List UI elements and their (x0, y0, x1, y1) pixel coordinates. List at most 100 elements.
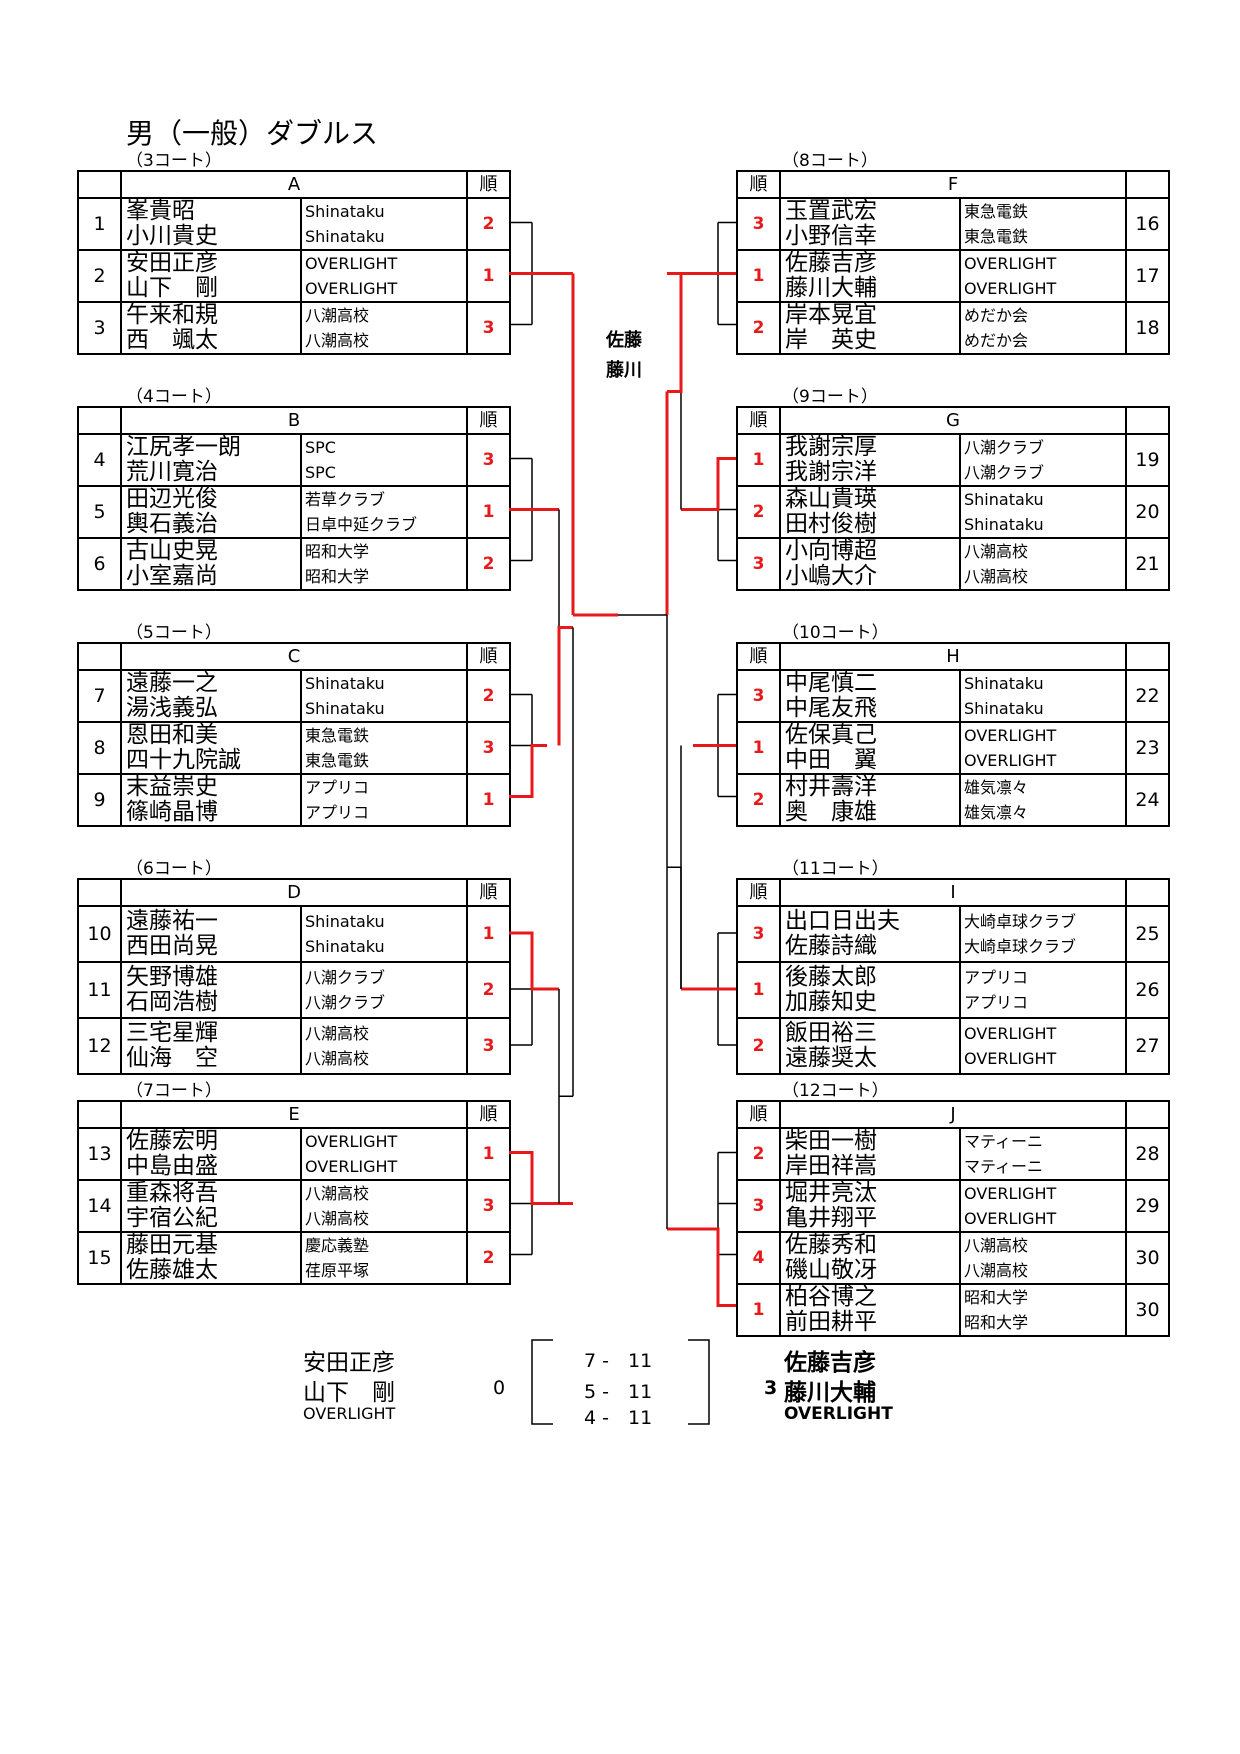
court-label: （7コート） (126, 1081, 222, 1101)
final-right-games: 3 (764, 1377, 778, 1399)
player-names: 小向博超小嶋大介 (779, 537, 961, 591)
club-name: OVERLIGHT (964, 254, 1057, 273)
club-name: Shinataku (305, 227, 385, 246)
player-names: 岸本晃宜岸 英史 (779, 301, 961, 355)
club-name: 八潮高校 (964, 542, 1029, 561)
court-label: （6コート） (126, 859, 222, 879)
player-name: 中尾慎二 (785, 670, 877, 696)
header-blank (77, 406, 122, 435)
entry-number: 1 (77, 197, 122, 251)
club-name: SPC (305, 438, 336, 457)
player-name: 佐藤雄太 (126, 1257, 218, 1283)
club-name: 日卓中延クラブ (305, 515, 418, 534)
player-name: 我謝宗厚 (785, 434, 877, 460)
rank-value: 1 (466, 1127, 511, 1181)
entry-number: 30 (1125, 1231, 1170, 1285)
player-clubs: 慶応義塾荏原平塚 (300, 1231, 468, 1285)
player-names: 午来和規西 颯太 (120, 301, 302, 355)
club-name: OVERLIGHT (964, 1049, 1057, 1068)
player-name: 中島由盛 (126, 1153, 218, 1179)
player-clubs: 昭和大学昭和大学 (299, 537, 469, 591)
player-clubs: OVERLIGHT OVERLIGHT (958, 249, 1128, 303)
club-name: Shinataku (305, 674, 385, 693)
player-name: 江尻孝一朗 (126, 434, 241, 460)
player-names: 末益崇史篠崎晶博 (120, 773, 302, 827)
club-name: 八潮高校 (305, 331, 370, 350)
winner-path (667, 1227, 736, 1307)
player-name: 輿石義治 (126, 511, 218, 537)
header-blank (1125, 1100, 1170, 1129)
player-names: 遠藤一之湯浅義弘 (120, 669, 302, 723)
court-label: （8コート） (782, 151, 878, 171)
club-name: 八潮高校 (964, 1261, 1029, 1280)
player-names: 三宅星輝仙海 空 (120, 1017, 302, 1075)
entry-number: 7 (77, 669, 122, 723)
player-names: 恩田和美四十九院誠 (120, 721, 302, 775)
player-name: 遠藤一之 (126, 670, 218, 696)
entry-number: 11 (77, 961, 122, 1019)
player-name: 岸田祥嵩 (785, 1153, 877, 1179)
rank-value: 3 (736, 537, 781, 591)
player-clubs: 大崎卓球クラブ大崎卓球クラブ (959, 905, 1127, 963)
entry-number: 17 (1125, 249, 1171, 303)
player-name: 柴田一樹 (785, 1128, 877, 1154)
entry-number: 9 (77, 773, 122, 827)
rank-value: 2 (736, 1017, 781, 1075)
player-name: 山下 剛 (126, 275, 218, 301)
entry-number: 14 (77, 1179, 122, 1233)
player-name: 柏谷博之 (785, 1284, 877, 1310)
entry-number: 25 (1125, 905, 1170, 963)
champion-name-1: 佐藤 (606, 330, 642, 351)
rank-header: 順 (736, 1100, 781, 1129)
player-name: 小嶋大介 (785, 563, 877, 589)
player-clubs: 雄気凛々雄気凛々 (958, 773, 1128, 827)
entry-number: 24 (1125, 773, 1171, 827)
player-names: 古山史晃小室嘉尚 (120, 537, 302, 591)
rank-value: 2 (736, 773, 781, 827)
entry-number: 19 (1125, 433, 1171, 487)
club-name: Shinataku (964, 674, 1044, 693)
player-names: 森山貴瑛田村俊樹 (779, 485, 961, 539)
group-name: I (779, 878, 1127, 907)
entry-number: 20 (1125, 485, 1171, 539)
header-blank (77, 170, 122, 199)
player-name: 宇宿公紀 (126, 1205, 218, 1231)
player-names: 我謝宗厚我謝宗洋 (779, 433, 961, 487)
player-names: 遠藤祐一西田尚晃 (120, 905, 302, 963)
player-names: 佐保真己中田 翼 (779, 721, 961, 775)
entry-number: 23 (1125, 721, 1171, 775)
group-name: H (778, 642, 1128, 671)
player-clubs: 八潮高校八潮高校 (299, 301, 469, 355)
player-name: 西田尚晃 (126, 933, 218, 959)
player-name: 小室嘉尚 (126, 563, 218, 589)
player-name: 亀井翔平 (785, 1205, 877, 1231)
player-names: 後藤太郎加藤知史 (779, 961, 961, 1019)
group-name: C (119, 642, 469, 671)
group-name: E (120, 1100, 468, 1129)
player-name: 遠藤奨太 (785, 1045, 877, 1071)
player-name: 佐保真己 (785, 722, 877, 748)
rank-value: 1 (736, 249, 781, 303)
final-score-2: 5 - 11 (584, 1381, 653, 1403)
entry-number: 21 (1125, 537, 1171, 591)
player-name: 藤川大輔 (785, 275, 877, 301)
club-name: OVERLIGHT (964, 279, 1057, 298)
club-name: 八潮高校 (305, 1184, 370, 1203)
entry-number: 13 (77, 1127, 122, 1181)
